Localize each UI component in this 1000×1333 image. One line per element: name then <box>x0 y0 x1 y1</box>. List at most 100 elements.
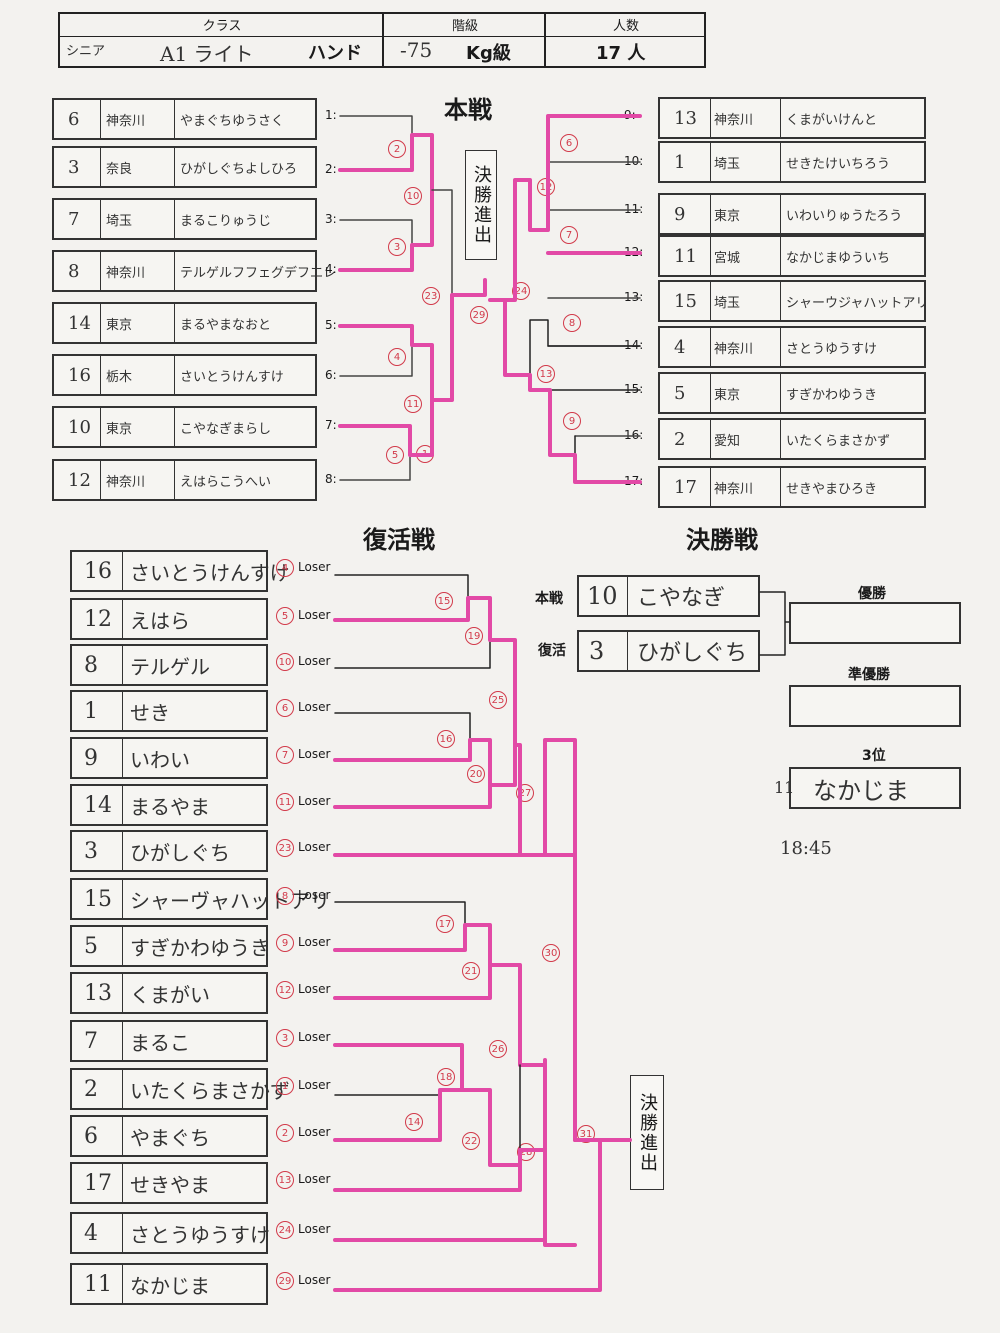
slot-label: 7: <box>325 418 337 432</box>
slot-label: 11: <box>624 202 644 216</box>
entry-number: 3 <box>68 156 80 178</box>
entry-number: 8 <box>68 260 80 282</box>
count-header: 人数 <box>612 19 639 34</box>
final-main-label: 本戦 <box>535 591 563 607</box>
final-rep-entry: 3 ひがしぐち <box>577 630 760 672</box>
divider <box>780 195 781 233</box>
class-header: クラス <box>202 19 242 34</box>
match-number: 7 <box>560 226 578 244</box>
divider <box>780 328 781 366</box>
match-number: 15 <box>435 592 453 610</box>
class-value: A1 ライト <box>160 42 254 66</box>
divider <box>710 420 711 458</box>
entry-name: なかじま <box>130 1273 210 1298</box>
entry-name: せきやま <box>130 1172 210 1197</box>
divider <box>122 1265 123 1303</box>
entry-number: 4 <box>84 1220 98 1246</box>
divider <box>174 100 175 138</box>
divider <box>174 304 175 342</box>
loser-label: Loser <box>298 1273 331 1287</box>
match-number: 14 <box>405 1113 423 1131</box>
loser-label: Loser <box>298 608 331 622</box>
loser-label: Loser <box>298 794 331 808</box>
divider <box>122 552 123 590</box>
entry-number: 6 <box>84 1123 98 1149</box>
entry-name: こやなぎまらし <box>180 421 272 437</box>
slot-label: 4: <box>325 262 337 276</box>
slot-label: 2: <box>325 162 337 176</box>
divider <box>710 282 711 320</box>
final-main-entry: 10 こやなぎ <box>577 575 760 617</box>
source-match-number: 13 <box>276 1171 294 1189</box>
match-number: 2 <box>388 140 406 158</box>
entry-prefecture: 栃木 <box>106 369 133 385</box>
match-number: 6 <box>560 134 578 152</box>
divider <box>710 374 711 412</box>
divider <box>174 148 175 186</box>
entry-number: 2 <box>84 1076 98 1102</box>
divider <box>122 600 123 638</box>
entry-number: 13 <box>674 107 697 129</box>
header-table: クラス 階級 人数 シニア A1 ライト ハンド -75 Kg級 17 人 <box>58 12 706 68</box>
entry-number: 2 <box>674 428 686 450</box>
match-number: 25 <box>489 691 507 709</box>
slot-label: 5: <box>325 318 337 332</box>
divider <box>710 328 711 366</box>
divider <box>122 646 123 684</box>
entry-number: 7 <box>68 208 80 230</box>
divider <box>710 195 711 233</box>
repechage-final-box: 決勝進出 <box>630 1075 664 1190</box>
bracket-line <box>431 189 453 401</box>
slot-label: 1: <box>325 108 337 122</box>
divider <box>122 1164 123 1202</box>
bracket-highlight <box>333 1138 602 1292</box>
entry-number: 12 <box>84 606 112 632</box>
match-number: 9 <box>563 412 581 430</box>
divider <box>122 1214 123 1252</box>
entry-prefecture: 奈良 <box>106 161 133 177</box>
third-no: 11 <box>774 778 795 797</box>
divider <box>122 1022 123 1060</box>
repechage-title: 復活戦 <box>363 526 435 554</box>
entry-number: 4 <box>674 336 686 358</box>
divider <box>100 252 101 290</box>
match-number: 23 <box>422 287 440 305</box>
loser-label: Loser <box>298 747 331 761</box>
entry-number: 8 <box>84 652 98 678</box>
entry-name: せき <box>130 700 170 725</box>
loser-label: Loser <box>298 888 331 902</box>
entry-prefecture: 東京 <box>106 421 133 437</box>
time-note: 18:45 <box>780 838 832 859</box>
source-match-number: 9 <box>276 934 294 952</box>
entry-name: まるこ <box>130 1030 190 1055</box>
loser-label: Loser <box>298 1222 331 1236</box>
weight-unit: Kg級 <box>466 43 511 64</box>
match-number: 31 <box>577 1125 595 1143</box>
divider <box>122 739 123 777</box>
entry-number: 14 <box>68 312 91 334</box>
entry-number: 6 <box>68 108 80 130</box>
entry-number: 10 <box>68 416 91 438</box>
bracket-line <box>547 209 641 254</box>
main-final-box: 決勝進出 <box>465 150 497 260</box>
slot-label: 16: <box>624 428 644 442</box>
divider <box>100 356 101 394</box>
entry-prefecture: 埼玉 <box>714 295 741 311</box>
third-label: 3位 <box>862 748 886 764</box>
class-prefix: シニア <box>66 44 106 59</box>
source-match-number: 11 <box>276 793 294 811</box>
entry-number: 12 <box>68 469 91 491</box>
loser-label: Loser <box>298 982 331 996</box>
slot-label: 13: <box>624 290 644 304</box>
entry-number: 15 <box>674 290 697 312</box>
entry-name: まるやま <box>130 794 210 819</box>
entry-prefecture: 宮城 <box>714 250 741 266</box>
entry-number: 15 <box>84 886 112 912</box>
source-match-number: 10 <box>276 653 294 671</box>
